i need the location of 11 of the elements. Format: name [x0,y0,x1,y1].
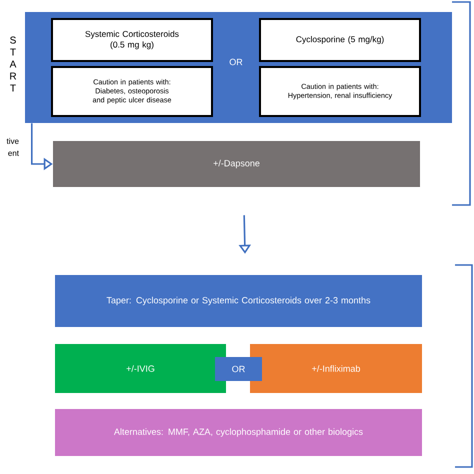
connector-word: OR [230,58,242,66]
treatment-bar: OR [215,357,262,381]
treatment-bar: +/-Dapsone [53,141,420,187]
treatment-bar: Taper: Cyclosporine or Systemic Corticosteroids over 2-3 months [55,275,422,327]
drug-box: Cyclosporine (5 mg/kg) [259,18,421,62]
side-note: tive ent [6,138,19,156]
treatment-bar: Alternatives: MMF, AZA, cyclophosphamide or other biologics [55,409,422,456]
node-label: S T A R T [10,36,16,92]
treatment-bar: +/-IVIG [55,344,226,393]
drug-box: Systemic Corticosteroids (0.5 mg kg) [51,18,213,62]
treatment-bar: +/-Infliximab [250,344,422,393]
